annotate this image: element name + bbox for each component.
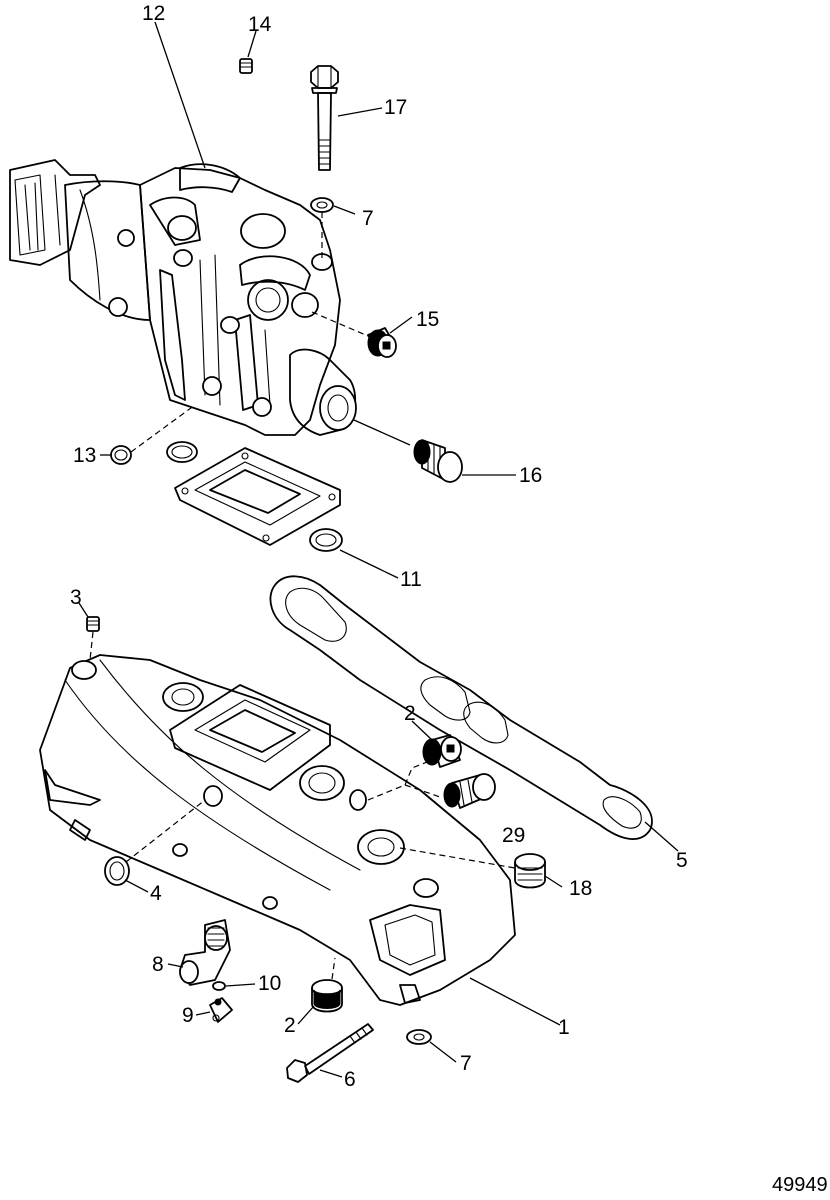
callout-4: 4 — [150, 882, 162, 905]
callout-10: 10 — [258, 972, 281, 995]
callout-15: 15 — [416, 308, 439, 331]
cup-plug-centerline — [125, 799, 206, 863]
callout-2: 2 — [404, 702, 416, 725]
elbow-gasket-assembly — [166, 441, 343, 552]
manifold-washer — [406, 1029, 432, 1045]
set-screw — [239, 58, 253, 74]
manifold-fitting — [443, 773, 496, 809]
plug-bracket-line — [367, 759, 441, 801]
manifold-gasket — [269, 575, 653, 840]
screw-centerline — [89, 631, 94, 661]
callout-13: 13 — [73, 444, 96, 467]
callout-6: 6 — [344, 1068, 356, 1091]
callout-7-lower: 7 — [460, 1052, 472, 1075]
leader-lines — [78, 21, 679, 1078]
callout-7: 7 — [362, 207, 374, 230]
drain-centerline — [130, 404, 196, 453]
callout-9: 9 — [182, 1004, 194, 1027]
callout-11: 11 — [400, 568, 422, 591]
exhaust-elbow — [9, 159, 357, 436]
drain-valve — [209, 997, 233, 1023]
plug-centerline — [311, 311, 369, 337]
manifold-set-screw — [86, 616, 100, 632]
manifold-plug — [311, 979, 343, 1013]
callout-1: 1 — [558, 1016, 570, 1039]
manifold-pipe-plug — [514, 853, 546, 889]
callout-2-lower: 2 — [284, 1014, 296, 1037]
elbow-fitting — [179, 919, 231, 986]
callout-12: 12 — [142, 2, 165, 25]
callout-3: 3 — [70, 586, 82, 609]
elbow-washer — [310, 197, 334, 213]
exhaust-manifold — [39, 654, 516, 1006]
elbow-drain-plug — [110, 445, 132, 465]
manifold-plug — [422, 734, 462, 768]
o-ring — [212, 981, 226, 991]
manifold-stud-bolt — [286, 1023, 374, 1083]
figure-number: 49949 — [772, 1174, 828, 1196]
callout-labels: 12 14 17 7 15 16 13 11 3 5 2 29 18 4 8 1… — [70, 2, 688, 1091]
callout-18: 18 — [569, 877, 592, 900]
elbow-bolt — [310, 65, 339, 171]
callout-29: 29 — [502, 824, 525, 847]
callout-14: 14 — [248, 13, 272, 36]
callout-5: 5 — [676, 849, 688, 872]
callout-17: 17 — [384, 96, 407, 119]
manifold-cup-plug — [104, 856, 130, 886]
fitting-leader-line — [353, 419, 411, 446]
callout-16: 16 — [519, 464, 542, 487]
lower-plug-centerline — [331, 957, 336, 980]
elbow-hose-fitting — [413, 439, 463, 483]
callout-8: 8 — [152, 953, 164, 976]
elbow-plug — [367, 327, 397, 358]
